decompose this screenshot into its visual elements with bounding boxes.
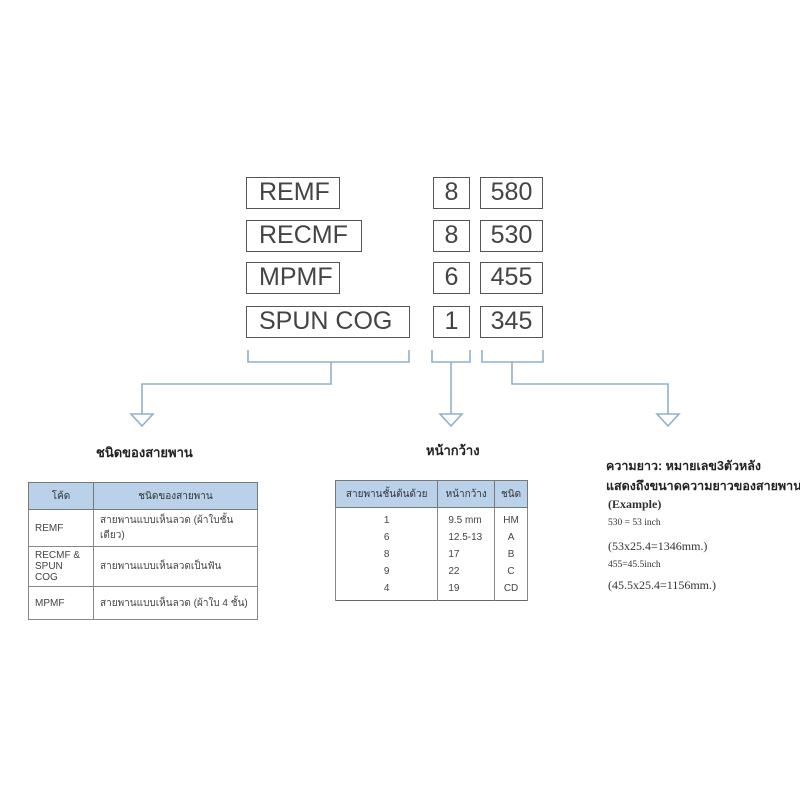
length-example-label: (Example) xyxy=(608,497,662,511)
type-heading: ชนิดของสายพาน xyxy=(96,445,193,460)
width-size-cell: 17 xyxy=(437,546,496,563)
width-table-header-code: สายพานชั้นต้นด้วย xyxy=(334,480,439,508)
code-type-box-3: MPMF xyxy=(246,262,340,294)
table-row: REMF สายพานแบบเห็นลวด (ผ้าใบชั้นเดียว) xyxy=(28,509,258,547)
width-arrow-icon xyxy=(438,413,464,428)
width-code-cell: 9 xyxy=(334,563,439,580)
code-width-box-3: 6 xyxy=(433,262,470,294)
width-code-cell: 4 xyxy=(334,580,439,601)
width-code-cell: 1 xyxy=(334,507,439,529)
table-row: 6 12.5-13 A xyxy=(334,529,528,546)
code-width-box-2: 8 xyxy=(433,220,470,252)
type-desc-cell: สายพานแบบเห็นลวด (ผ้าใบ 4 ชั้น) xyxy=(93,586,258,620)
length-example-2-calc: (45.5x25.4=1156mm.) xyxy=(608,578,716,592)
length-arrow-icon xyxy=(655,413,681,428)
width-bracket xyxy=(431,350,471,363)
table-row: 4 19 CD xyxy=(334,580,528,601)
length-bracket xyxy=(481,350,544,363)
type-desc-cell: สายพานแบบเห็นลวดเป็นฟัน xyxy=(93,546,258,587)
type-bracket xyxy=(247,350,410,363)
table-row: MPMF สายพานแบบเห็นลวด (ผ้าใบ 4 ชั้น) xyxy=(28,586,258,620)
type-table-header-code: โค้ด xyxy=(28,482,94,510)
length-title-line-2: แสดงถึงขนาดความยาวของสายพาน xyxy=(606,479,800,493)
width-table-header-type: ชนิด xyxy=(494,480,528,508)
width-type-cell: B xyxy=(494,546,528,563)
belt-width-table: สายพานชั้นต้นด้วย หน้ากว้าง ชนิด 1 9.5 m… xyxy=(334,480,528,601)
type-code-cell: RECMF & SPUN COG xyxy=(28,546,94,587)
code-length-box-1: 580 xyxy=(480,177,543,209)
belt-type-table: โค้ด ชนิดของสายพาน REMF สายพานแบบเห็นลวด… xyxy=(28,482,258,620)
table-row: 1 9.5 mm HM xyxy=(334,507,528,529)
width-type-cell: CD xyxy=(494,580,528,601)
width-type-cell: C xyxy=(494,563,528,580)
width-table-header-width: หน้ากว้าง xyxy=(437,480,496,508)
width-heading: หน้ากว้าง xyxy=(426,443,480,458)
code-type-box-2: RECMF xyxy=(246,220,362,252)
code-length-box-3: 455 xyxy=(480,262,543,294)
code-width-box-4: 1 xyxy=(433,306,470,338)
type-connector xyxy=(141,362,332,414)
code-width-box-1: 8 xyxy=(433,177,470,209)
length-title-line-1: ความยาว: หมายเลข3ตัวหลัง xyxy=(606,459,762,473)
type-desc-cell: สายพานแบบเห็นลวด (ผ้าใบชั้นเดียว) xyxy=(93,509,258,547)
width-type-cell: A xyxy=(494,529,528,546)
width-size-cell: 12.5-13 xyxy=(437,529,496,546)
type-arrow-icon xyxy=(129,413,155,428)
type-code-cell: MPMF xyxy=(28,586,94,620)
width-size-cell: 9.5 mm xyxy=(437,507,496,529)
length-connector xyxy=(511,362,669,414)
width-code-cell: 6 xyxy=(334,529,439,546)
width-size-cell: 22 xyxy=(437,563,496,580)
length-example-1: 530 = 53 inch xyxy=(608,518,661,528)
table-row: RECMF & SPUN COG สายพานแบบเห็นลวดเป็นฟัน xyxy=(28,546,258,587)
table-row: 9 22 C xyxy=(334,563,528,580)
code-length-box-4: 345 xyxy=(480,306,543,338)
width-type-cell: HM xyxy=(494,507,528,529)
width-code-cell: 8 xyxy=(334,546,439,563)
code-type-box-4: SPUN COG xyxy=(246,306,410,338)
length-example-1-calc: (53x25.4=1346mm.) xyxy=(608,539,708,553)
type-table-header-type: ชนิดของสายพาน xyxy=(93,482,258,510)
length-example-2: 455=45.5inch xyxy=(608,560,661,570)
type-code-cell: REMF xyxy=(28,509,94,547)
table-row: 8 17 B xyxy=(334,546,528,563)
width-size-cell: 19 xyxy=(437,580,496,601)
code-type-box-1: REMF xyxy=(246,177,340,209)
code-length-box-2: 530 xyxy=(480,220,543,252)
